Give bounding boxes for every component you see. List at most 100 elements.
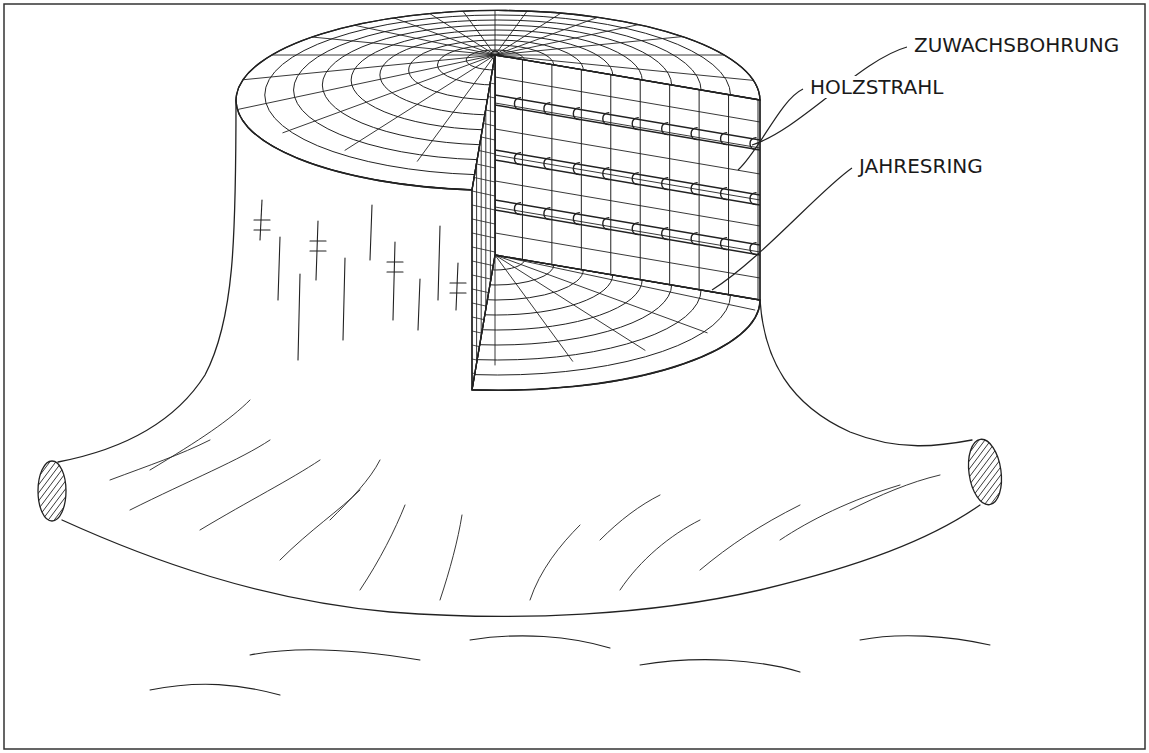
flare-line <box>110 440 210 480</box>
hatch-line <box>991 432 1051 512</box>
ray-line <box>472 219 495 224</box>
ray-line <box>472 191 495 196</box>
wood-ray <box>205 27 495 55</box>
wood-ray <box>195 255 495 256</box>
bore-line <box>495 200 760 245</box>
bore-hole <box>603 113 609 125</box>
wood-ray <box>235 200 495 255</box>
wood-ray <box>235 255 495 310</box>
top-outline <box>236 10 760 190</box>
ground-line <box>150 684 280 695</box>
wood-ray <box>235 0 495 55</box>
flare-line <box>850 475 940 510</box>
wood-ray <box>417 0 495 55</box>
bore-hole <box>573 213 579 225</box>
ray-line <box>472 93 495 98</box>
hatch-line <box>64 451 124 531</box>
wood-ray <box>345 0 495 55</box>
part-label: HOLZSTRAHL <box>808 76 946 98</box>
flare-line <box>200 460 320 530</box>
bark-line <box>310 250 326 251</box>
wood-ray <box>205 255 495 283</box>
wood-ray <box>195 55 495 56</box>
part-label: JAHRESRING <box>857 155 985 177</box>
hatch-line <box>22 451 82 531</box>
ground-line <box>860 636 990 645</box>
bore-hole <box>632 118 638 130</box>
hatch-line <box>1009 432 1069 512</box>
hatch-line <box>46 451 106 531</box>
bore-line <box>495 210 760 255</box>
ray-line <box>472 247 495 252</box>
ray-line <box>495 207 760 252</box>
wood-ray <box>235 55 495 110</box>
bore-hole <box>721 188 727 200</box>
wood-ray <box>283 55 495 133</box>
ground-line <box>470 636 610 648</box>
ground-line <box>640 660 800 672</box>
hatch-line <box>919 432 979 512</box>
hatch-line <box>10 451 70 531</box>
bore-line <box>495 95 760 140</box>
bore-hole <box>514 203 520 215</box>
right-wall-grid <box>495 60 760 300</box>
wood-ray <box>345 55 495 150</box>
wood-ray <box>495 255 496 365</box>
lower-outline <box>472 255 760 390</box>
wood-ray <box>495 0 707 55</box>
hatch-line <box>16 451 76 531</box>
bark-line <box>310 240 326 241</box>
hatch-line <box>0 451 40 531</box>
hatch-line <box>34 451 94 531</box>
ground-line <box>250 650 420 660</box>
flare-line <box>700 505 800 570</box>
ray-line <box>472 107 495 112</box>
flare-line <box>130 440 270 510</box>
hatch-line <box>52 451 112 531</box>
bark-line <box>298 274 300 360</box>
ring-line <box>485 40 486 400</box>
part-label: ZUWACHSBOHRUNG <box>912 34 1121 56</box>
leader-line <box>738 89 803 170</box>
frame <box>4 4 1145 749</box>
ray-line <box>472 401 495 406</box>
left-wall-outline <box>472 55 495 390</box>
ray-line <box>495 77 760 122</box>
right-wall <box>495 55 760 300</box>
bark <box>110 200 940 600</box>
bore-hole <box>662 178 668 190</box>
ray-line <box>472 65 495 70</box>
bore-hole <box>632 223 638 235</box>
wood-ray <box>495 27 785 55</box>
ray-line <box>472 149 495 154</box>
bore-hole <box>691 183 697 195</box>
hatch-line <box>955 432 1015 512</box>
bore-hole <box>544 158 550 170</box>
ray-line <box>472 261 495 266</box>
hatch-line <box>895 432 955 512</box>
ray-line <box>472 373 495 378</box>
bore-hole <box>514 153 520 165</box>
hatch-line <box>1003 432 1063 512</box>
hatch-line <box>979 432 1039 512</box>
stump-drawing <box>0 0 1069 695</box>
wood-ray <box>495 255 573 361</box>
bore-hole <box>603 218 609 230</box>
wood-ray <box>205 227 495 255</box>
wood-ray <box>495 55 795 56</box>
bore-hole <box>573 163 579 175</box>
bark-line <box>370 205 372 260</box>
ray-line <box>472 359 495 364</box>
ray-line <box>472 177 495 182</box>
ray-line <box>472 79 495 84</box>
ray-line <box>472 345 495 350</box>
wood-ray <box>495 0 496 55</box>
ring-line <box>490 40 491 400</box>
hatch-line <box>907 432 967 512</box>
bore-hole <box>750 243 756 255</box>
hatch-line <box>0 451 34 531</box>
wood-ray <box>283 177 495 255</box>
ray-line <box>472 289 495 294</box>
hatch-line <box>28 451 88 531</box>
